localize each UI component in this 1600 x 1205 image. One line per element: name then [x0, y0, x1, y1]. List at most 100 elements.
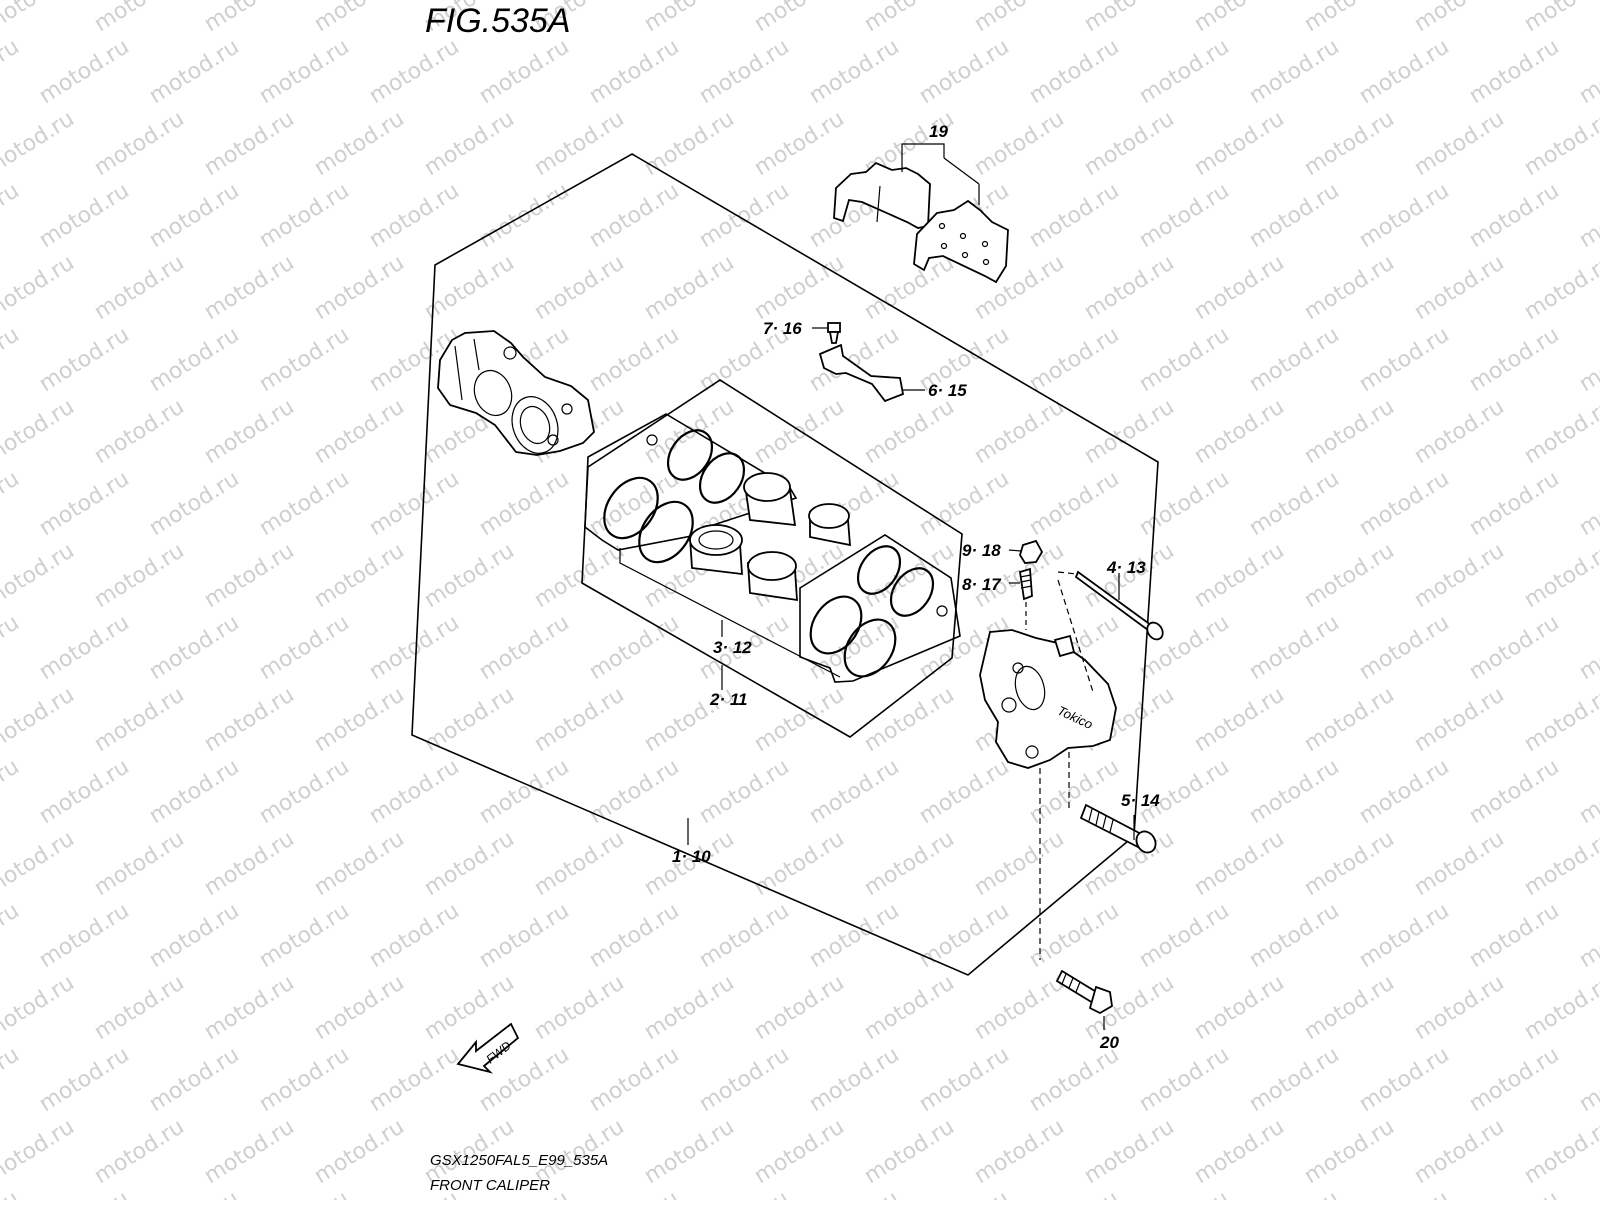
- watermark-text: motod.ru: [530, 250, 629, 325]
- watermark-text: motod.ru: [1410, 538, 1509, 613]
- watermark-text: motod.ru: [365, 754, 464, 829]
- watermark-text: motod.ru: [0, 1042, 24, 1117]
- watermark-text: motod.ru: [585, 34, 684, 109]
- watermark-text: motod.ru: [1355, 1042, 1454, 1117]
- callout-1-10: 1· 10: [672, 847, 711, 866]
- watermark-text: motod.ru: [255, 322, 354, 397]
- watermark-text: motod.ru: [915, 898, 1014, 973]
- watermark-text: motod.ru: [585, 322, 684, 397]
- watermark-text: motod.ru: [695, 178, 794, 253]
- watermark-text: motod.ru: [200, 682, 299, 757]
- watermark-text: motod.ru: [0, 250, 79, 325]
- watermark-text: motod.ru: [0, 1114, 79, 1189]
- watermark-text: motod.ru: [1190, 106, 1289, 181]
- bleeder-cap: [1019, 539, 1044, 564]
- watermark-text: motod.ru: [475, 178, 574, 253]
- dust-seal: [603, 476, 659, 540]
- watermark-text: motod.ru: [640, 106, 739, 181]
- watermark-text: motod.ru: [0, 610, 24, 685]
- watermark-text: motod.ru: [750, 826, 849, 901]
- watermark-text: motod.ru: [200, 250, 299, 325]
- watermark-text: motod.ru: [0, 466, 24, 541]
- watermark-text: motod.ru: [255, 898, 354, 973]
- watermark-text: motod.ru: [1520, 538, 1600, 613]
- watermark-text: motod.ru: [200, 826, 299, 901]
- watermark-text: motod.ru: [1465, 322, 1564, 397]
- watermark-text: motod.ru: [145, 1186, 244, 1200]
- watermark-text: motod.ru: [860, 394, 959, 469]
- watermark-text: motod.ru: [475, 466, 574, 541]
- watermark-text: motod.ru: [1410, 106, 1509, 181]
- caliper-assembly-outline: [411, 153, 1159, 976]
- watermark-text: motod.ru: [1300, 250, 1399, 325]
- watermark-text: motod.ru: [1025, 322, 1124, 397]
- watermark-text: motod.ru: [1025, 34, 1124, 109]
- watermark-text: motod.ru: [1245, 1042, 1344, 1117]
- watermark-text: motod.ru: [1300, 538, 1399, 613]
- watermark-text: motod.ru: [35, 34, 134, 109]
- watermark-text: motod.ru: [200, 394, 299, 469]
- watermark-text: motod.ru: [805, 34, 904, 109]
- piston-seal: [698, 452, 746, 504]
- watermark-text: motod.ru: [255, 34, 354, 109]
- watermark-text: motod.ru: [1300, 1114, 1399, 1189]
- watermark-text: motod.ru: [0, 106, 79, 181]
- watermark-text: motod.ru: [35, 754, 134, 829]
- watermark-text: motod.ru: [1245, 34, 1344, 109]
- watermark-text: motod.ru: [365, 34, 464, 109]
- watermark-text: motod.ru: [35, 178, 134, 253]
- watermark-text: motod.ru: [475, 754, 574, 829]
- watermark-text: motod.ru: [0, 754, 24, 829]
- watermark-text: motod.ru: [970, 826, 1069, 901]
- watermark-text: motod.ru: [1135, 466, 1234, 541]
- watermark-text: motod.ru: [1135, 34, 1234, 109]
- watermark-text: motod.ru: [1025, 178, 1124, 253]
- watermark-text: motod.ru: [860, 682, 959, 757]
- watermark-text: motod.ru: [585, 754, 684, 829]
- watermark-text: motod.ru: [365, 898, 464, 973]
- watermark-text: motod.ru: [860, 970, 959, 1045]
- watermark-text: motod.ru: [860, 826, 959, 901]
- watermark-text: motod.ru: [1465, 898, 1564, 973]
- watermark-text: motod.ru: [1135, 610, 1234, 685]
- watermark-text: motod.ru: [640, 0, 739, 37]
- watermark-text: motod.ru: [0, 178, 24, 253]
- watermark-text: motod.ru: [365, 1042, 464, 1117]
- watermark-text: motod.ru: [915, 466, 1014, 541]
- watermark-text: motod.ru: [1355, 322, 1454, 397]
- watermark-text: motod.ru: [475, 34, 574, 109]
- watermark-text: motod.ru: [1355, 610, 1454, 685]
- watermark-text: motod.ru: [1025, 466, 1124, 541]
- watermark-text: motod.ru: [1190, 538, 1289, 613]
- watermark-text: motod.ru: [585, 178, 684, 253]
- watermark-text: motod.ru: [1245, 898, 1344, 973]
- watermark-text: motod.ru: [1025, 1186, 1124, 1200]
- watermark-text: motod.ru: [145, 466, 244, 541]
- watermark-text: motod.ru: [1190, 250, 1289, 325]
- watermark-text: motod.ru: [420, 682, 519, 757]
- watermark-text: motod.ru: [1080, 0, 1179, 37]
- watermark-text: motod.ru: [1410, 682, 1509, 757]
- callout-20: 20: [1099, 1033, 1119, 1052]
- watermark-text: motod.ru: [695, 1042, 794, 1117]
- watermark-text: motod.ru: [1410, 394, 1509, 469]
- watermark-text: motod.ru: [585, 610, 684, 685]
- watermark-text: motod.ru: [1465, 610, 1564, 685]
- watermark-text: motod.ru: [420, 826, 519, 901]
- watermark-text: motod.ru: [1080, 250, 1179, 325]
- watermark-text: motod.ru: [310, 106, 409, 181]
- watermark-text: motod.ru: [1575, 322, 1600, 397]
- watermark-text: motod.ru: [1410, 0, 1509, 37]
- watermark-text: motod.ru: [1300, 682, 1399, 757]
- watermark-text: motod.ru: [1190, 1114, 1289, 1189]
- leader-3-bracket: [619, 548, 841, 678]
- watermark-text: motod.ru: [90, 394, 189, 469]
- watermark-text: motod.ru: [90, 826, 189, 901]
- watermark-text: motod.ru: [750, 1114, 849, 1189]
- watermark-text: motod.ru: [145, 34, 244, 109]
- watermark-text: motod.ru: [1245, 466, 1344, 541]
- watermark-text: motod.ru: [1520, 0, 1600, 37]
- watermark-text: motod.ru: [970, 394, 1069, 469]
